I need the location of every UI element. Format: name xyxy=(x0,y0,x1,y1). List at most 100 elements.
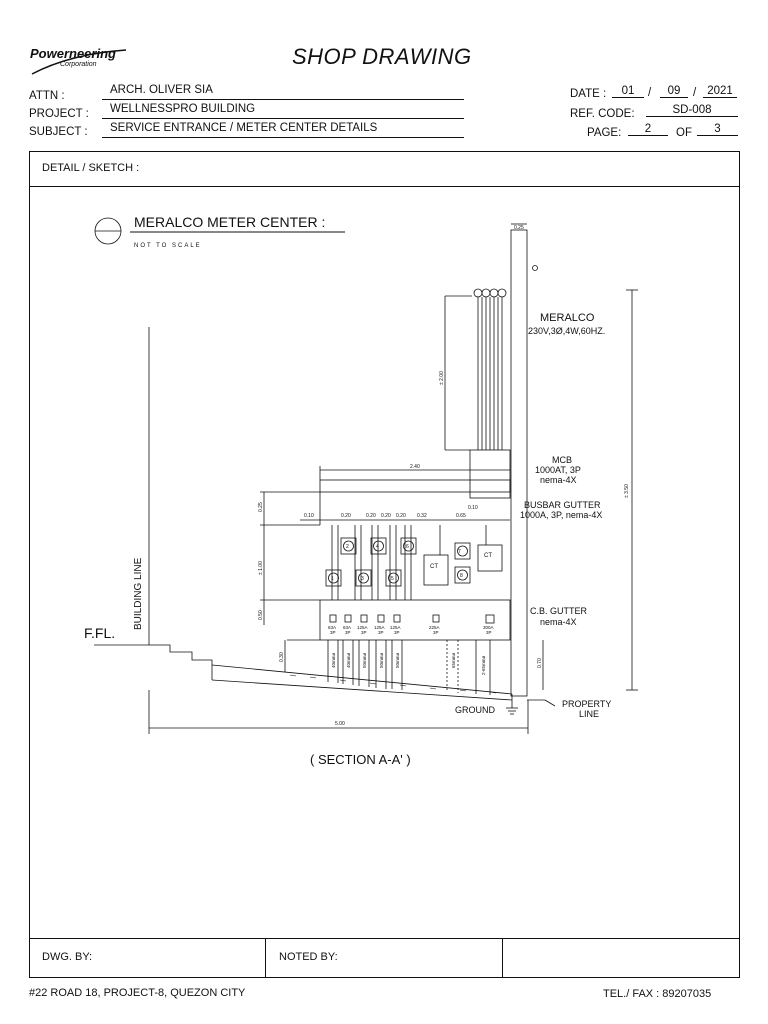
service-wires xyxy=(444,288,507,451)
company-sub: Corporation xyxy=(60,61,97,68)
project-field: WELLNESSPRO BUILDING xyxy=(102,103,464,119)
page-label: PAGE: xyxy=(587,127,622,139)
breaker-3-poles: 3P xyxy=(361,630,367,635)
footer-col-divider-2 xyxy=(502,938,503,978)
breaker-6-rating: 225A xyxy=(429,625,440,630)
attn-label: ATTN : xyxy=(29,90,65,102)
dim-w-010-b: 0.10 xyxy=(468,505,478,511)
noted-by-label: NOTED BY: xyxy=(279,951,338,963)
meter-number-6: 6 xyxy=(406,544,409,550)
breakers xyxy=(329,614,495,624)
breaker-7-rating: 300A xyxy=(483,625,494,630)
logo-swoosh-icon xyxy=(31,49,127,75)
property-line-label-1: PROPERTY xyxy=(562,699,611,709)
date-sep-1: / xyxy=(648,87,652,99)
page-value: 2 xyxy=(628,123,668,136)
breaker-1-poles: 3P xyxy=(330,630,336,635)
dim-w-032: 0.32 xyxy=(417,513,427,519)
subject-field: SERVICE ENTRANCE / METER CENTER DETAILS xyxy=(102,122,464,138)
meter-number-8: 8 xyxy=(460,573,463,579)
company-logo: Powerneering Corporation xyxy=(30,44,130,78)
footer-col-divider-1 xyxy=(265,938,266,978)
busbar-label-2: 1000A, 3P, nema-4X xyxy=(520,510,602,520)
ct-label-1: CT xyxy=(430,564,438,570)
meter-number-5: 5 xyxy=(391,576,394,582)
section-symbol-icon xyxy=(94,217,122,245)
dim-h-030: 0.30 xyxy=(279,652,285,662)
cb-gutter-label-1: C.B. GUTTER xyxy=(530,606,588,616)
dim-w-020-c: 0.20 xyxy=(381,513,391,519)
dim-h-050: 0.50 xyxy=(258,610,264,620)
breaker-6-poles: 3P xyxy=(433,630,439,635)
breaker-4-rating: 125A xyxy=(374,625,385,630)
conduit-2: 40mmø xyxy=(346,652,351,668)
date-year: 2021 xyxy=(703,85,737,98)
meter-risers xyxy=(331,525,487,600)
date-day: 09 xyxy=(660,85,688,98)
conduit-5: 50mmø xyxy=(395,652,400,668)
cb-gutter-label-2: nema-4X xyxy=(540,617,577,627)
mcb-spec-2: nema-4X xyxy=(540,475,577,485)
breaker-1-rating: 63A xyxy=(328,625,336,630)
dim-h-070: 0.70 xyxy=(537,658,543,668)
meter-center-drawing: MERALCO METER CENTER : NOT TO SCALE BUIL… xyxy=(84,214,638,767)
page-title: SHOP DRAWING xyxy=(292,44,472,69)
dim-h-025: 0.25 xyxy=(258,502,264,512)
dim-h-100: ± 1.00 xyxy=(258,561,264,575)
of-label: OF xyxy=(676,127,692,139)
busbar-label-1: BUSBAR GUTTER xyxy=(524,500,601,510)
detail-label: DETAIL / SKETCH : xyxy=(42,162,140,174)
scale-note: NOT TO SCALE xyxy=(134,243,202,249)
dim-top-width: 0.25 xyxy=(514,225,524,231)
breaker-2-poles: 3P xyxy=(345,630,351,635)
meter-number-1: 1 xyxy=(331,576,334,582)
ref-label: REF. CODE: xyxy=(570,108,635,120)
company-address: #22 ROAD 18, PROJECT-8, QUEZON CITY xyxy=(29,987,246,999)
ground-hatch xyxy=(289,674,497,694)
breaker-5-rating: 125A xyxy=(390,625,401,630)
dwg-by-label: DWG. BY: xyxy=(42,951,93,963)
page-total: 3 xyxy=(697,123,738,136)
dim-w-020-d: 0.20 xyxy=(396,513,406,519)
project-value: WELLNESSPRO BUILDING xyxy=(110,103,256,115)
dim-w-020-a: 0.20 xyxy=(341,513,351,519)
meralco-spec: 230V,3Ø,4W,60HZ. xyxy=(528,326,605,336)
conduits xyxy=(327,640,491,695)
subject-label: SUBJECT : xyxy=(29,126,88,138)
date-month: 01 xyxy=(612,85,644,98)
breaker-7-poles: 3P xyxy=(486,630,492,635)
conduit-3: 50mmø xyxy=(362,652,367,668)
detail-header-divider xyxy=(29,186,740,187)
company-telfax: TEL./ FAX : 89207035 xyxy=(603,988,712,1000)
kwh-meters xyxy=(325,537,471,587)
detail-frame xyxy=(29,151,740,978)
attn-value: ARCH. OLIVER SIA xyxy=(110,84,213,96)
meralco-label: MERALCO xyxy=(540,312,595,324)
dim-w-020-b: 0.20 xyxy=(366,513,376,519)
date-sep-2: / xyxy=(693,87,697,99)
ct-label-2: CT xyxy=(484,553,492,559)
ground-label: GROUND xyxy=(455,705,495,715)
dim-right-height: ± 3.50 xyxy=(624,484,630,498)
ffl-label: F.FL. xyxy=(84,625,115,641)
breaker-2-rating: 63A xyxy=(343,625,351,630)
attn-field: ARCH. OLIVER SIA xyxy=(102,84,464,100)
meter-number-7: 7 xyxy=(458,549,461,555)
dim-base-500: 5.00 xyxy=(335,721,345,727)
breaker-4-poles: 3P xyxy=(378,630,384,635)
breaker-3-rating: 125A xyxy=(357,625,368,630)
conduit-7: 2-65mmø xyxy=(481,655,486,675)
conduit-4: 50mmø xyxy=(379,652,384,668)
meter-number-4: 4 xyxy=(376,544,379,550)
date-label: DATE : xyxy=(570,88,607,100)
footer-divider xyxy=(29,938,740,939)
section-title: ( SECTION A-A' ) xyxy=(310,752,411,767)
conduit-1: 40mmø xyxy=(331,652,336,668)
dim-w-065: 0.65 xyxy=(456,513,466,519)
meter-number-3: 3 xyxy=(361,576,364,582)
property-line-label-2: LINE xyxy=(579,709,599,719)
meter-number-2: 2 xyxy=(346,544,349,550)
mcb-spec-1: 1000AT, 3P xyxy=(535,465,581,475)
dim-w-010-a: 0.10 xyxy=(304,513,314,519)
project-label: PROJECT : xyxy=(29,108,89,120)
